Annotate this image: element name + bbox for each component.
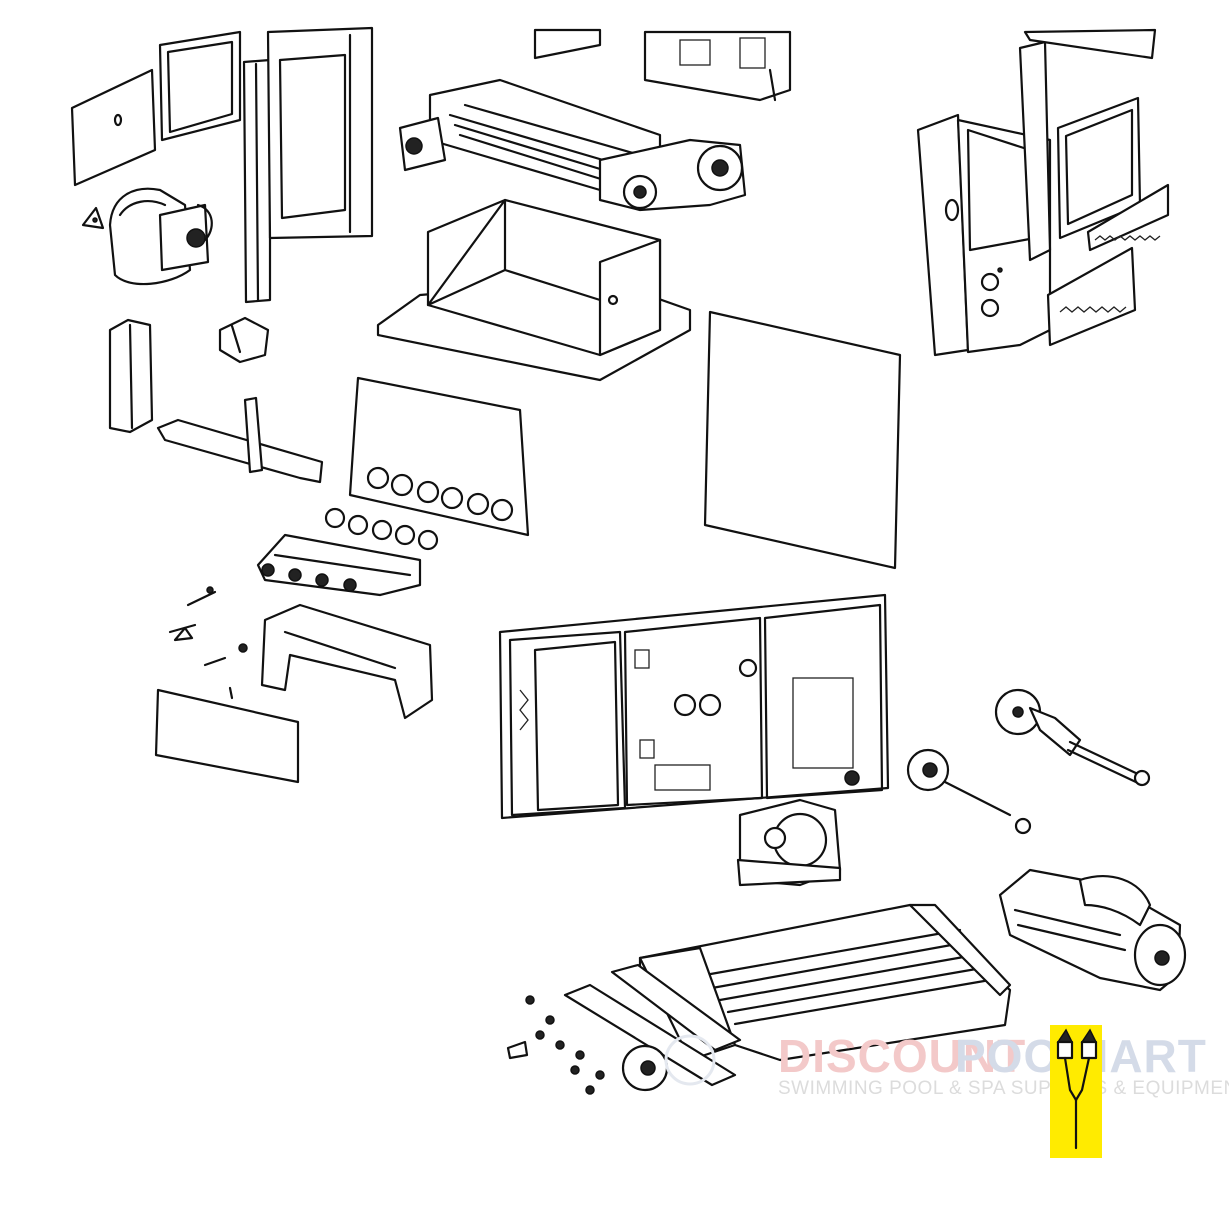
inlet-outlet-header[interactable] — [998, 868, 1187, 992]
vent-elbow[interactable] — [218, 316, 270, 364]
gas-valve[interactable] — [736, 798, 842, 887]
serrated-gasket-lower[interactable] — [1046, 246, 1137, 347]
combustion-blower[interactable] — [108, 187, 213, 286]
right-jacket-frame[interactable] — [916, 40, 1052, 357]
front-door-panel[interactable] — [158, 30, 242, 142]
temperature-sensor-assembly[interactable] — [994, 688, 1151, 787]
watermark-logo-icon — [664, 1034, 716, 1086]
top-right-panel[interactable] — [1023, 28, 1157, 60]
burner-tray-bracket[interactable] — [156, 396, 324, 484]
drain-valve[interactable] — [621, 1044, 669, 1092]
left-jacket-panel[interactable] — [242, 26, 374, 304]
watermark-brand-part1: DISCOUNT — [778, 1030, 1026, 1082]
burner-orifice-rings[interactable] — [324, 507, 439, 551]
wire-harness-icon — [1056, 1028, 1098, 1150]
access-cover-plate[interactable] — [70, 68, 157, 187]
front-door-large[interactable] — [703, 310, 902, 570]
ignitor-fittings[interactable] — [168, 586, 248, 700]
heat-exchanger-top[interactable] — [398, 28, 747, 212]
pressure-switch[interactable] — [906, 748, 1032, 835]
control-enclosure[interactable] — [498, 593, 890, 820]
burner-shield[interactable] — [260, 603, 434, 720]
burner-front-panel[interactable] — [348, 376, 530, 537]
flue-adapter[interactable] — [108, 318, 154, 434]
burner-tubes[interactable] — [256, 533, 422, 597]
wire-harness-highlight[interactable] — [1050, 1025, 1102, 1158]
serrated-gasket-upper[interactable] — [1086, 183, 1170, 252]
watermark: DISCOUNT POOL MART SWIMMING POOL & SPA S… — [664, 1030, 1229, 1099]
lower-access-door[interactable] — [154, 688, 300, 784]
header-bolts[interactable] — [506, 995, 605, 1095]
watermark-tagline: SWIMMING POOL & SPA SUPPLIES & EQUIPMENT — [778, 1078, 1229, 1099]
combustion-chamber[interactable] — [376, 198, 692, 382]
blower-gasket[interactable] — [81, 206, 105, 230]
upper-control-assembly[interactable] — [643, 30, 792, 102]
